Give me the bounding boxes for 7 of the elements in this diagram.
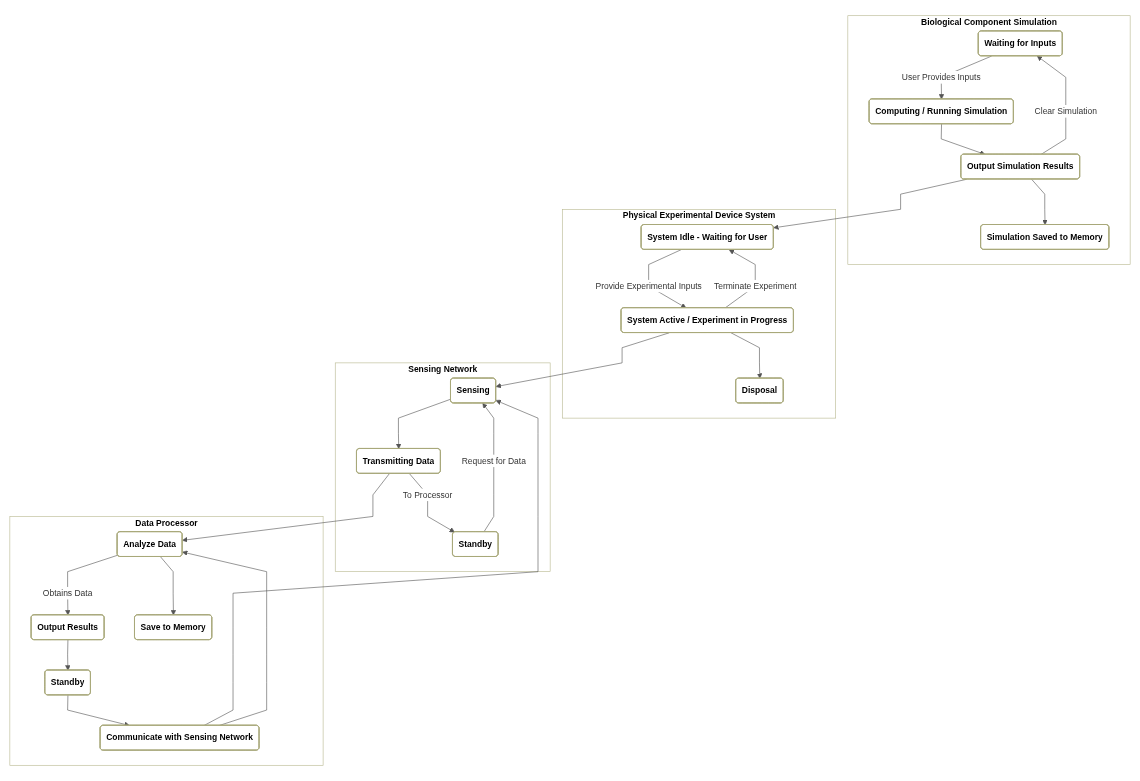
edge-label: Request for Data [461,455,526,466]
edge-label: Clear Simulation [1034,106,1097,116]
edge-label: Provide Experimental Inputs [595,280,702,291]
edge-label: Terminate Experiment [713,280,797,291]
edge-label: Obtains Data [42,588,93,598]
edge-label: User Provides Inputs [901,72,981,82]
edge-label: To Processor [402,489,453,500]
